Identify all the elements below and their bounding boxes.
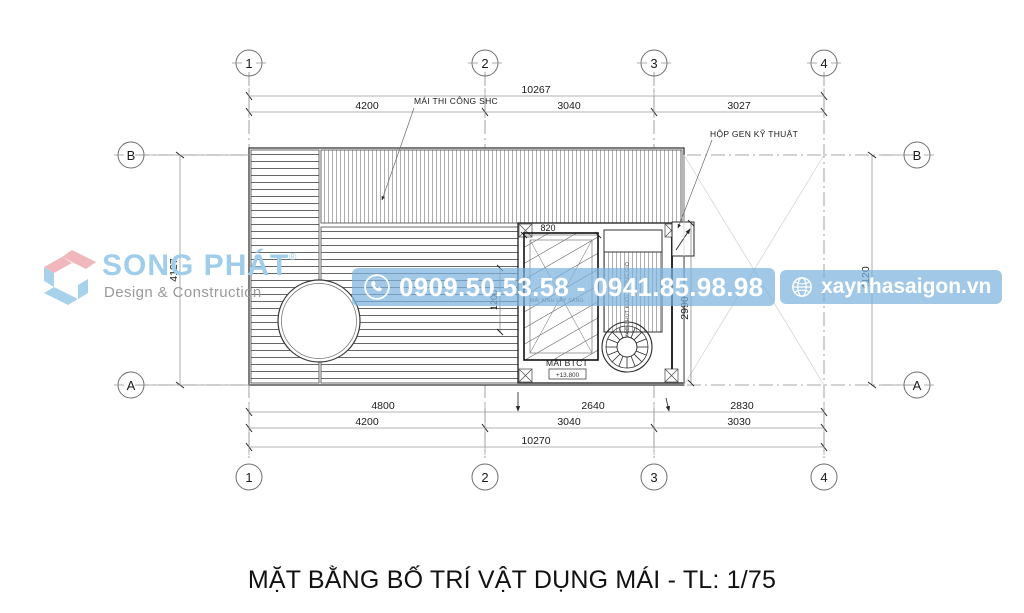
dim-bottom-lower-3: 3030 [727, 416, 751, 428]
dim-inner-right: 2990 [679, 296, 691, 320]
sheet-title: MẶT BẰNG BỐ TRÍ VẬT DỤNG MÁI - TL: 1/75 [247, 566, 777, 594]
dim-top-seg-1: 4200 [355, 100, 379, 112]
grid-bubble-label-bottom-3: 3 [650, 470, 657, 485]
grid-bubble-label-bottom-4: 4 [820, 470, 827, 485]
grid-bubble-label-top-3: 3 [650, 56, 657, 71]
annotation-roof-construction: MÁI THI CÔNG SHC [414, 96, 498, 106]
left-dimension-line [172, 151, 250, 389]
dim-right-vertical: 4120 [860, 266, 872, 290]
annotation-technical-shaft: HỘP GEN KỸ THUẬT [710, 129, 798, 139]
detail-width-dimension [520, 231, 602, 239]
technical-shaft-arrow [675, 228, 691, 251]
annotation-leaders [381, 107, 713, 229]
elevation-marker-box [548, 368, 587, 380]
dim-top-seg-3: 3027 [727, 100, 751, 112]
grid-bubble-bottom-3 [640, 463, 668, 491]
dim-bottom-lower-1: 4200 [355, 416, 379, 428]
grid-bubble-bottom-1 [235, 463, 263, 491]
louver-vent-panel [603, 251, 663, 333]
dim-top-total: 10267 [521, 84, 550, 96]
grid-bubble-label-top-2: 2 [481, 56, 488, 71]
layout-diagonals [683, 154, 825, 386]
grid-bubble-label-top-4: 4 [820, 56, 827, 71]
dim-bottom-upper-2: 2640 [581, 400, 605, 412]
grid-bubble-label-left-A: A [127, 378, 136, 393]
dim-top-seg-2: 3040 [557, 100, 581, 112]
annotation-glass-roof: MÁI KÍNH LẤY SÁNG [530, 297, 584, 304]
bottom-dimension-lines [245, 392, 828, 455]
grid-bubble-label-top-1: 1 [245, 56, 252, 71]
leader-technical-shaft [677, 139, 713, 229]
dim-bottom-total: 10270 [521, 435, 550, 447]
exhaust-fan-circle [601, 321, 653, 373]
dim-inner-left: 1200 [489, 290, 499, 310]
grid-bubble-label-left-B: B [127, 148, 136, 163]
sheet-title-block: MẶT BẰNG BỐ TRÍ VẬT DỤNG MÁI - TL: 1/75 [0, 566, 1024, 595]
dim-detail-width: 820 [540, 223, 555, 233]
grid-bubble-bottom-2 [471, 463, 499, 491]
annotation-louver: VÁCH HÚT KHÓI THÔNG GIÓ [624, 262, 631, 338]
grid-bubble-bottom-4 [810, 463, 838, 491]
top-dimension-lines [245, 88, 828, 118]
grid-bubble-label-bottom-1: 1 [245, 470, 252, 485]
water-tank-inner [281, 283, 357, 359]
grid-bubble-label-bottom-2: 2 [481, 470, 488, 485]
grid-bubble-ticks [114, 62, 934, 386]
dim-bottom-upper-1: 4800 [371, 400, 395, 412]
leader-roof-construction [381, 107, 415, 201]
dim-bottom-lower-2: 3040 [557, 416, 581, 428]
roof-top-corrugated [320, 149, 683, 224]
grid-bubble-label-right-B: B [913, 148, 922, 163]
grid-bubble-label-right-A: A [913, 378, 922, 393]
louver-vent-frame [603, 229, 663, 253]
dim-bottom-upper-3: 2830 [730, 400, 754, 412]
annotation-concrete-roof: MÁI BTCT [546, 358, 588, 368]
elevation-marker-value: +13.800 [556, 372, 580, 379]
dim-left-vertical: 4127 [168, 258, 180, 282]
roof-plan-body [248, 147, 695, 386]
